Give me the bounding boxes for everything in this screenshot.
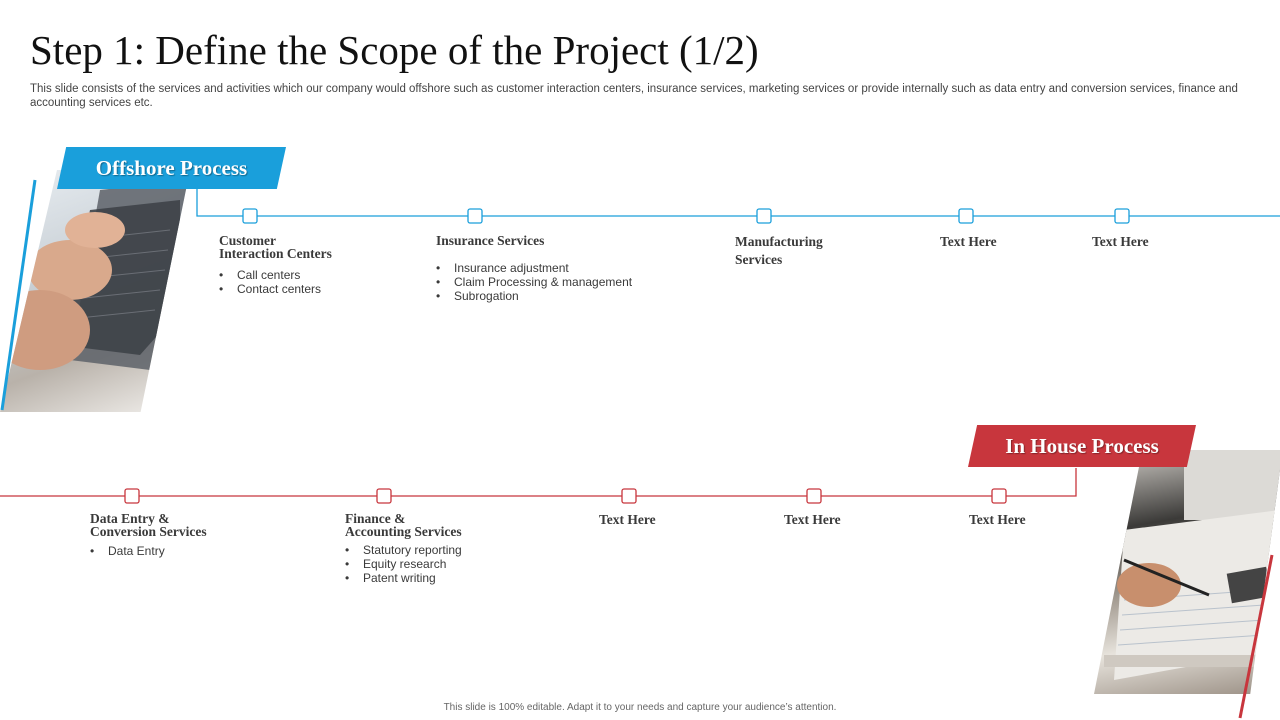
inhouse-node-4 bbox=[806, 488, 822, 504]
bullet-item: Call centers bbox=[219, 268, 321, 282]
offshore-node-4 bbox=[958, 208, 974, 224]
inhouse-step-4-title: Text Here bbox=[784, 512, 841, 527]
footer-note: This slide is 100% editable. Adapt it to… bbox=[443, 702, 837, 713]
inhouse-step-1-title: Data Entry & Conversion Services bbox=[90, 511, 207, 539]
offshore-step-5-title: Text Here bbox=[1092, 234, 1149, 249]
offshore-node-3 bbox=[756, 208, 772, 224]
bullet-item: Claim Processing & management bbox=[436, 275, 632, 289]
inhouse-step-3-title: Text Here bbox=[599, 512, 656, 527]
inhouse-accent-stripe bbox=[1238, 554, 1274, 719]
offshore-step-2-title: Insurance Services bbox=[436, 233, 545, 248]
bullet-item: Contact centers bbox=[219, 282, 321, 296]
offshore-node-1 bbox=[242, 208, 258, 224]
inhouse-node-2 bbox=[376, 488, 392, 504]
inhouse-node-3 bbox=[621, 488, 637, 504]
bullet-item: Equity research bbox=[345, 557, 462, 571]
offshore-step-2-bullets: Insurance adjustment Claim Processing & … bbox=[436, 261, 632, 303]
slide-title: Step 1: Define the Scope of the Project … bbox=[30, 27, 759, 73]
inhouse-step-2-bullets: Statutory reporting Equity research Pate… bbox=[345, 543, 462, 585]
offshore-step-1-title: Customer Interaction Centers bbox=[219, 233, 332, 261]
bullet-item: Data Entry bbox=[90, 544, 165, 558]
offshore-timeline-line bbox=[196, 189, 1280, 217]
offshore-step-1-bullets: Call centers Contact centers bbox=[219, 268, 321, 296]
offshore-node-5 bbox=[1114, 208, 1130, 224]
inhouse-node-5 bbox=[991, 488, 1007, 504]
inhouse-step-2-title: Finance & Accounting Services bbox=[345, 511, 462, 539]
offshore-step-4-title: Text Here bbox=[940, 234, 997, 249]
offshore-step-3-title: Manufacturing Services bbox=[735, 234, 823, 267]
bullet-item: Statutory reporting bbox=[345, 543, 462, 557]
in-house-process-banner: In House Process bbox=[968, 425, 1196, 467]
bullet-item: Insurance adjustment bbox=[436, 261, 632, 275]
offshore-node-2 bbox=[467, 208, 483, 224]
bullet-item: Patent writing bbox=[345, 571, 462, 585]
offshore-accent-stripe bbox=[0, 179, 37, 411]
inhouse-node-1 bbox=[124, 488, 140, 504]
bullet-item: Subrogation bbox=[436, 289, 632, 303]
slide-description: This slide consists of the services and … bbox=[30, 83, 1238, 109]
inhouse-step-5-title: Text Here bbox=[969, 512, 1026, 527]
inhouse-timeline-line bbox=[0, 468, 1077, 497]
offshore-process-banner: Offshore Process bbox=[57, 147, 286, 189]
inhouse-step-1-bullets: Data Entry bbox=[90, 544, 165, 558]
